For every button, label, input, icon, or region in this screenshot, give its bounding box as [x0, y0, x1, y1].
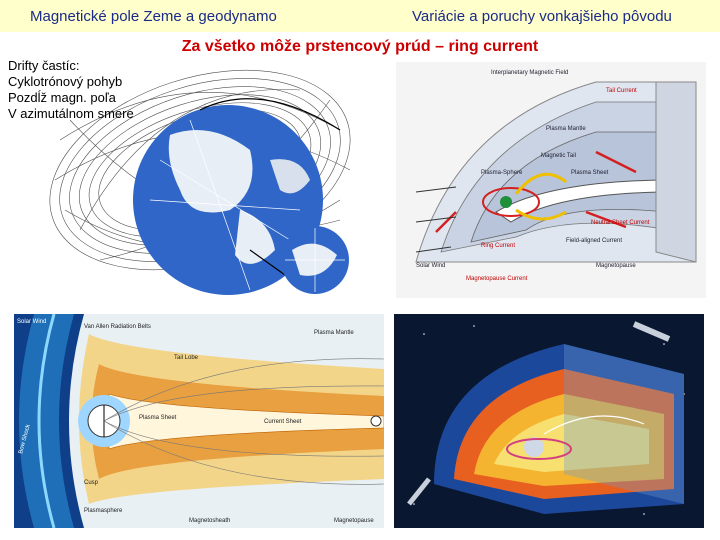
label-magnetopause: Magnetopause [596, 263, 636, 269]
header-bar [0, 0, 720, 32]
label-magnetosheath: Magnetosheath [189, 518, 230, 524]
label-field-aligned-current: Field-aligned Current [566, 238, 622, 244]
magnetosphere-cross-section-figure: Solar Wind Van Allen Radiation Belts Pla… [14, 314, 384, 528]
label-plasma-mantle-cs: Plasma Mantle [314, 330, 354, 336]
label-plasma-mantle: Plasma Mantle [546, 126, 586, 132]
label-imf: Interplanetary Magnetic Field [491, 70, 568, 76]
label-cusp: Cusp [84, 480, 99, 486]
label-plasmasphere-cs: Plasmasphere [84, 508, 123, 514]
label-neutral-sheet-current: Neutral Sheet Current [591, 220, 650, 226]
space-weather-3d-figure [394, 314, 704, 528]
magnetosphere-currents-figure: Interplanetary Magnetic Field Tail Curre… [396, 62, 706, 298]
note-line: Drifty častíc: [8, 58, 80, 73]
label-plasma-sheet: Plasma Sheet [571, 170, 609, 176]
label-radiation-belts: Van Allen Radiation Belts [84, 324, 151, 330]
label-magnetopause-current: Magnetopause Current [466, 276, 528, 282]
label-tail-lobe: Tail Lobe [174, 355, 199, 361]
label-solar-wind-cs: Solar Wind [17, 319, 46, 325]
magnetosphere-cross-section-image: Solar Wind Van Allen Radiation Belts Pla… [14, 314, 384, 528]
header-left-title: Magnetické pole Zeme a geodynamo [30, 8, 277, 25]
label-plasmasphere: Plasma-Sphere [481, 170, 523, 176]
magnetosphere-currents-image: Interplanetary Magnetic Field Tail Curre… [415, 70, 697, 282]
note-line: Pozdĺž magn. poľa [8, 90, 116, 105]
label-ring-current: Ring Current [481, 243, 515, 249]
space-weather-3d-image [394, 314, 704, 528]
dipole-field-lines-image [49, 69, 351, 295]
note-line: V azimutálnom smere [8, 106, 134, 121]
particle-drift-notes: Drifty častíc: Cyklotrónový pohyb Pozdĺž… [8, 58, 134, 122]
label-magnetic-tail: Magnetic Tail [541, 153, 576, 159]
label-magnetopause-cs: Magnetopause [334, 518, 374, 524]
dipole-field-lines-figure [40, 60, 380, 295]
note-line: Cyklotrónový pohyb [8, 74, 123, 89]
header-right-title: Variácie a poruchy vonkajšieho pôvodu [412, 8, 672, 25]
label-tail-current: Tail Current [606, 88, 637, 94]
label-current-sheet: Current Sheet [264, 419, 302, 425]
label-plasma-sheet-cs: Plasma Sheet [139, 415, 177, 421]
page-subtitle: Za všetko môže prstencový prúd – ring cu… [181, 38, 539, 55]
label-solar-wind: Solar Wind [416, 263, 445, 269]
